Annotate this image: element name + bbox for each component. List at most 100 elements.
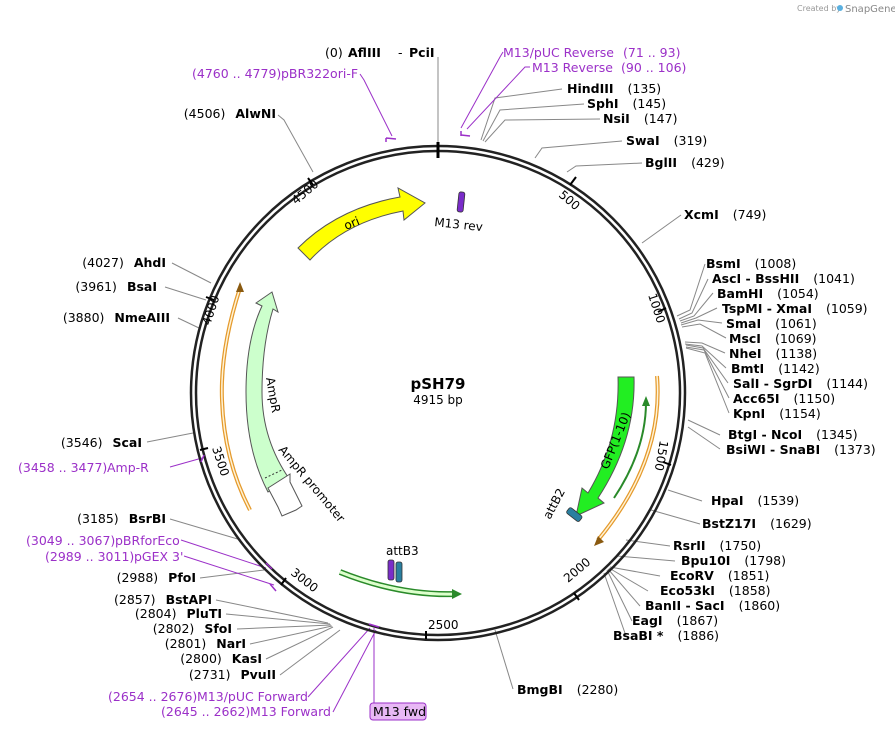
left-site-name-8[interactable]: PluTI xyxy=(186,606,222,621)
primer-ampr-name[interactable]: Amp-R xyxy=(107,460,149,475)
right-site-name-1[interactable]: SphI xyxy=(587,96,619,111)
primer-m13-fwd-name[interactable]: M13 Forward xyxy=(250,704,331,719)
ampr-promoter-feature[interactable] xyxy=(267,473,303,517)
primer-marks xyxy=(200,131,471,628)
right-site-name-8[interactable]: BamHI xyxy=(717,286,763,301)
site-dash: - xyxy=(398,45,403,60)
right-site-pos-7: (1041) xyxy=(813,271,855,286)
right-site-name-2[interactable]: NsiI xyxy=(603,111,630,126)
ori-feature[interactable] xyxy=(297,187,426,261)
right-site-name-5[interactable]: XcmI xyxy=(684,207,719,222)
created-by-text: Created by xyxy=(797,4,841,13)
plasmid-length: 4915 bp xyxy=(413,393,463,407)
attb2-marker xyxy=(566,507,583,522)
primer-m13puc-rev-range: (71 .. 93) xyxy=(623,45,680,60)
right-site-name-18[interactable]: BsiWI - SnaBI xyxy=(726,442,820,457)
right-site-name-25[interactable]: BanII - SacI xyxy=(645,598,725,613)
left-site-pos-3: (3880) xyxy=(63,310,105,325)
right-site-list: HindIII(135)SphI(145)NsiI(147)SwaI(319)B… xyxy=(517,81,876,697)
primer-m13-rev-name[interactable]: M13 Reverse xyxy=(532,60,613,75)
site-pcii[interactable]: PciI xyxy=(409,45,435,60)
left-site-name-9[interactable]: SfoI xyxy=(204,621,232,636)
ampr-promoter-boundary xyxy=(264,469,283,479)
attb3-marker-a xyxy=(387,559,395,581)
right-site-name-21[interactable]: RsrII xyxy=(673,538,706,553)
m13rev-label: M13 rev xyxy=(434,215,484,234)
right-site-pos-5: (749) xyxy=(733,207,767,222)
right-site-name-9[interactable]: TspMI - XmaI xyxy=(722,301,812,316)
primer-pbr322-range: (4760 .. 4779) xyxy=(192,66,281,81)
right-site-name-12[interactable]: NheI xyxy=(729,346,762,361)
right-site-pos-25: (1860) xyxy=(739,598,781,613)
left-site-name-1[interactable]: AhdI xyxy=(134,255,166,270)
right-site-pos-2: (147) xyxy=(644,111,678,126)
ampr-feature[interactable] xyxy=(245,291,291,493)
left-site-name-2[interactable]: BsaI xyxy=(127,279,157,294)
right-site-name-27[interactable]: BsaBI * xyxy=(613,628,664,643)
left-site-pos-11: (2800) xyxy=(180,651,222,666)
left-site-name-10[interactable]: NarI xyxy=(216,636,246,651)
left-site-name-4[interactable]: ScaI xyxy=(113,435,143,450)
right-site-pos-26: (1867) xyxy=(677,613,719,628)
left-site-pos-0: (4506) xyxy=(184,106,226,121)
tick-2000: 2000 xyxy=(561,555,593,585)
right-site-pos-1: (145) xyxy=(633,96,667,111)
left-site-name-12[interactable]: PvuII xyxy=(240,667,276,682)
primer-pgex-name[interactable]: pGEX 3' xyxy=(134,549,183,564)
right-site-name-24[interactable]: Eco53kI xyxy=(660,583,715,598)
right-site-name-17[interactable]: BtgI - NcoI xyxy=(728,427,802,442)
m13fwd-box[interactable] xyxy=(369,702,427,721)
tick-4500: 4500 xyxy=(289,177,321,207)
right-site-name-16[interactable]: KpnI xyxy=(733,406,765,421)
right-site-pos-4: (429) xyxy=(691,155,725,170)
right-site-pos-27: (1886) xyxy=(677,628,719,643)
ampr-label: AmpR xyxy=(263,376,283,414)
primer-m13puc-fwd-name[interactable]: M13/pUC Forward xyxy=(197,689,308,704)
right-site-name-15[interactable]: Acc65I xyxy=(733,391,780,406)
left-site-name-11[interactable]: KasI xyxy=(232,651,262,666)
right-site-name-4[interactable]: BglII xyxy=(645,155,677,170)
right-site-name-19[interactable]: HpaI xyxy=(711,493,744,508)
left-site-name-7[interactable]: BstAPI xyxy=(166,592,212,607)
primer-pbr322-name[interactable]: pBR322ori-F xyxy=(281,66,358,81)
right-site-name-28[interactable]: BmgBI xyxy=(517,682,563,697)
left-site-pos-8: (2804) xyxy=(135,606,177,621)
right-site-name-14[interactable]: SalI - SgrDI xyxy=(733,376,812,391)
right-site-name-6[interactable]: BsmI xyxy=(706,256,741,271)
right-site-pos-12: (1138) xyxy=(776,346,818,361)
right-site-name-3[interactable]: SwaI xyxy=(626,133,660,148)
right-site-name-7[interactable]: AscI - BssHII xyxy=(712,271,799,286)
snapgene-brand: SnapGene xyxy=(845,4,895,15)
primer-pbrfor-name[interactable]: pBRforEco xyxy=(115,533,180,548)
left-site-name-5[interactable]: BsrBI xyxy=(129,511,166,526)
right-site-pos-8: (1054) xyxy=(777,286,819,301)
tick-3000: 3000 xyxy=(288,565,321,595)
right-site-name-22[interactable]: Bpu10I xyxy=(681,553,730,568)
scale-ticks xyxy=(199,176,672,639)
site-afliii[interactable]: AflIII xyxy=(348,45,381,60)
right-site-pos-28: (2280) xyxy=(577,682,619,697)
right-site-name-20[interactable]: BstZ17I xyxy=(702,516,756,531)
right-site-name-23[interactable]: EcoRV xyxy=(670,568,714,583)
left-site-name-3[interactable]: NmeAIII xyxy=(114,310,170,325)
primer-m13puc-rev-name[interactable]: M13/pUC Reverse xyxy=(503,45,614,60)
right-site-pos-14: (1144) xyxy=(826,376,868,391)
right-site-pos-20: (1629) xyxy=(770,516,812,531)
left-site-pos-5: (3185) xyxy=(77,511,119,526)
left-site-pos-1: (4027) xyxy=(82,255,124,270)
gfp-inner-arc xyxy=(613,401,647,499)
right-site-name-11[interactable]: MscI xyxy=(729,331,761,346)
right-site-name-13[interactable]: BmtI xyxy=(731,361,764,376)
right-site-name-0[interactable]: HindIII xyxy=(567,81,614,96)
primer-m13-rev-range: (90 .. 106) xyxy=(621,60,686,75)
left-site-pos-12: (2731) xyxy=(189,667,231,682)
right-site-name-10[interactable]: SmaI xyxy=(726,316,761,331)
left-site-pos-9: (2802) xyxy=(153,621,195,636)
right-site-name-26[interactable]: EagI xyxy=(632,613,663,628)
gfp-feature[interactable] xyxy=(575,376,635,517)
left-site-name-6[interactable]: PfoI xyxy=(168,570,196,585)
left-site-name-0[interactable]: AlwNI xyxy=(235,106,276,121)
right-site-pos-0: (135) xyxy=(628,81,662,96)
